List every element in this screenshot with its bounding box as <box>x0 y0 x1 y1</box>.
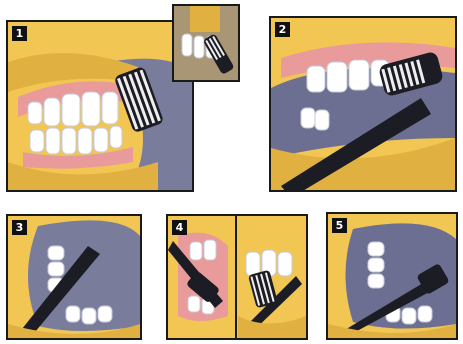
step-4-illustration <box>168 216 306 338</box>
step-1-panel: 1 <box>6 20 194 192</box>
step-1-illustration <box>8 22 192 190</box>
step-5-illustration <box>328 214 456 338</box>
step-4-number: 4 <box>172 220 187 235</box>
step-2-panel: 2 <box>269 16 457 192</box>
step-1-inset-illustration <box>174 6 238 80</box>
step-5-number: 5 <box>332 218 347 233</box>
step-2-illustration <box>271 18 455 190</box>
step-3-illustration <box>8 216 140 338</box>
step-1-number: 1 <box>12 26 27 41</box>
step-1-inset-panel <box>172 4 240 82</box>
step-4-panel: 4 <box>166 214 308 340</box>
step-3-number: 3 <box>12 220 27 235</box>
step-5-panel: 5 <box>326 212 458 340</box>
step-3-panel: 3 <box>6 214 142 340</box>
step-2-number: 2 <box>275 22 290 37</box>
